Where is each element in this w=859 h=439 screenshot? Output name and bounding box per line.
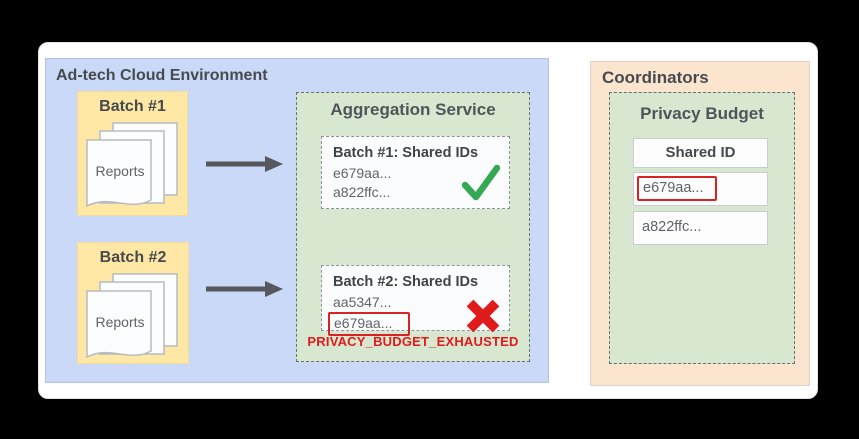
duplicate-id-highlight: e679aa... <box>637 176 718 201</box>
batch-2-box: Batch #2 Reports <box>77 242 189 364</box>
batch-1-flow-arrow-icon <box>206 156 283 172</box>
batch-1-result-box: Batch #1: Shared IDs e679aa... a822ffc..… <box>321 136 510 209</box>
shared-id-value: aa5347... <box>333 294 392 310</box>
batch-2-label: Batch #2 <box>99 249 167 266</box>
privacy-budget-exhausted-label: PRIVACY_BUDGET_EXHAUSTED <box>307 334 519 349</box>
privacy-budget-box: Privacy Budget Shared ID e679aa... a822f… <box>609 92 795 364</box>
red-x-icon <box>466 299 500 333</box>
duplicate-id-highlight: e679aa... <box>328 312 411 336</box>
batch-2-result-title: Batch #2: Shared IDs <box>333 274 479 290</box>
report-stack-icon <box>86 273 178 359</box>
shared-id-value: e679aa... <box>333 165 392 181</box>
batch-1-label: Batch #1 <box>99 98 166 115</box>
batch-2-result-box: Batch #2: Shared IDs aa5347... e679aa... <box>321 265 510 336</box>
privacy-budget-title: Privacy Budget <box>640 104 764 123</box>
shared-id-value: a822ffc... <box>333 184 391 200</box>
batch-1-reports-label: Reports <box>95 163 145 179</box>
shared-id-value-highlighted: e679aa... <box>328 312 509 336</box>
adtech-environment-title: Ad-tech Cloud Environment <box>56 67 268 84</box>
batch-1-box: Batch #1 Reports <box>77 91 188 216</box>
green-checkmark-icon <box>461 164 501 201</box>
table-row: e679aa... <box>633 172 768 206</box>
report-stack-icon <box>86 122 178 208</box>
shared-id-table: Shared ID e679aa... a822ffc... <box>633 138 768 250</box>
batch-2-reports-label: Reports <box>95 314 145 330</box>
batch-2-flow-arrow-icon <box>206 281 283 297</box>
aggregation-service-title: Aggregation Service <box>330 100 496 119</box>
adtech-cloud-environment-box: Ad-tech Cloud Environment Batch #1 Repor… <box>45 58 549 383</box>
batch-1-result-title: Batch #1: Shared IDs <box>333 145 479 161</box>
shared-id-table-header: Shared ID <box>633 138 768 168</box>
aggregation-service-box: Aggregation Service Batch #1: Shared IDs… <box>296 92 530 362</box>
coordinators-box: Coordinators Privacy Budget Shared ID e6… <box>590 61 810 386</box>
coordinators-title: Coordinators <box>602 68 709 87</box>
diagram-card: Ad-tech Cloud Environment Batch #1 Repor… <box>38 42 818 399</box>
table-row: a822ffc... <box>633 211 768 245</box>
